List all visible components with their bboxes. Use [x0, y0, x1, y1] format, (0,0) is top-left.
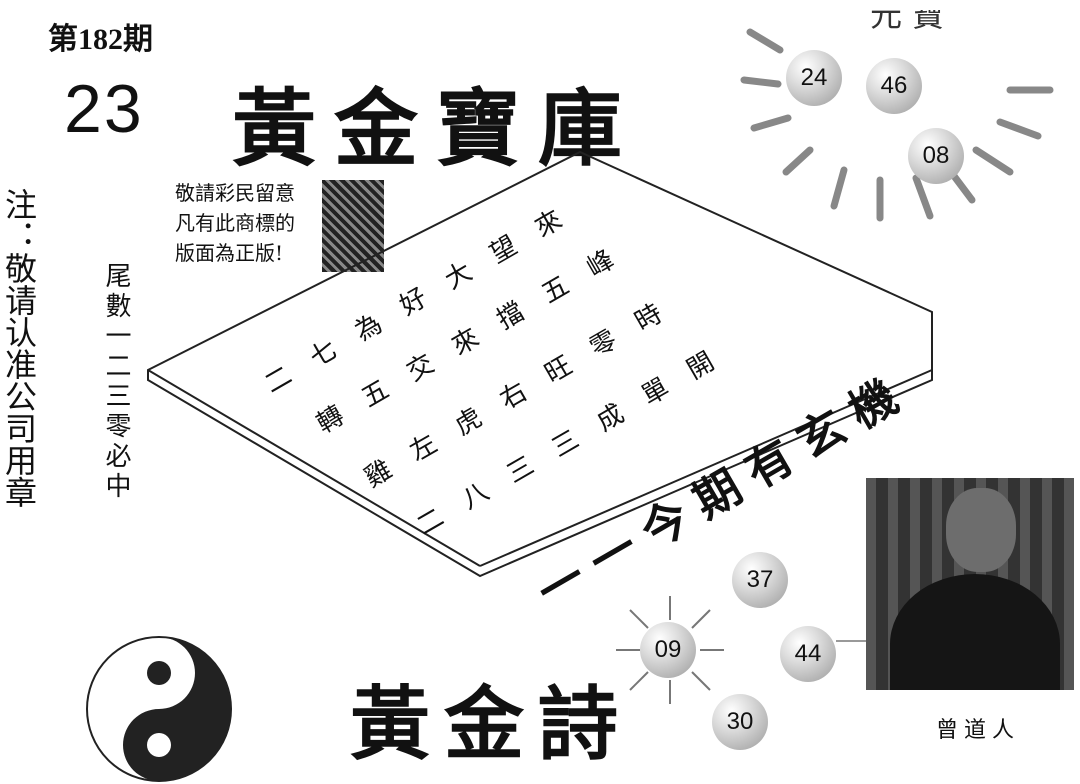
notice-line: 敬請彩民留意 — [175, 181, 295, 205]
notice-line: 版面為正版! — [175, 241, 284, 265]
number-ball: 24 — [786, 50, 842, 106]
portrait-body — [890, 574, 1060, 690]
portrait-photo — [866, 478, 1074, 690]
number-ball: 09 — [640, 622, 696, 678]
issue-number: 第182期 — [48, 23, 153, 56]
photo-caption: 曾道人 — [936, 718, 1021, 743]
number-ball: 30 — [712, 694, 768, 750]
diamond-board — [147, 150, 933, 578]
number-ball: 44 — [780, 626, 836, 682]
corner-text: 元 寶 — [870, 10, 944, 34]
sunburst-decoration: 元 寶 — [740, 10, 1054, 222]
notice-text: 敬請彩民留意 凡有此商標的 版面為正版! — [175, 178, 315, 268]
yinyang-icon — [86, 636, 232, 782]
tail-hint: 尾數一二三零必中 — [101, 262, 131, 502]
number-ball: 46 — [866, 58, 922, 114]
side-note: 注：敬请认准公司用章 — [0, 188, 38, 508]
poem-title: 黃金詩 — [350, 677, 632, 771]
portrait-head — [946, 488, 1016, 572]
featured-number: 23 — [64, 71, 144, 147]
page-title: 黃金寶庫 — [232, 79, 641, 178]
number-ball: 37 — [732, 552, 788, 608]
number-ball: 08 — [908, 128, 964, 184]
notice-line: 凡有此商標的 — [175, 211, 295, 235]
sparkle-decoration — [616, 596, 724, 704]
